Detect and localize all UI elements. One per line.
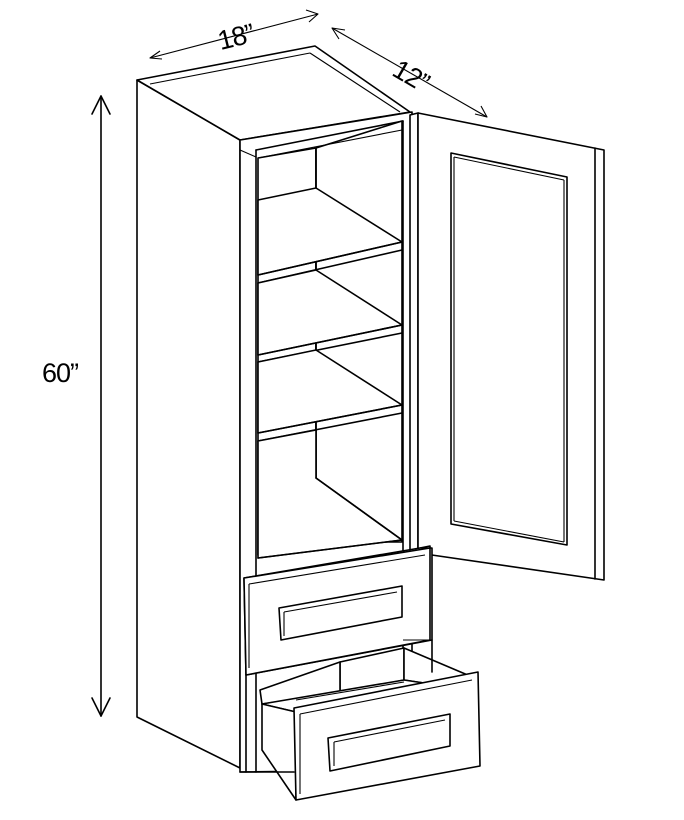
cabinet-bottom-shelf — [257, 429, 403, 559]
drawer-top[interactable] — [243, 545, 433, 676]
drawer-bottom[interactable] — [245, 639, 481, 801]
height-dimension: 60” — [42, 95, 111, 717]
cabinet-base — [239, 639, 433, 773]
height-label: 60” — [42, 358, 78, 388]
depth-label: 12” — [388, 54, 434, 98]
width-label: 18” — [215, 18, 257, 56]
shelf-2 — [257, 269, 403, 363]
drawer-bottom-panel — [327, 713, 451, 772]
door-panel — [450, 152, 568, 546]
drawer-top-panel — [278, 585, 403, 641]
cabinet-door[interactable] — [409, 112, 605, 581]
